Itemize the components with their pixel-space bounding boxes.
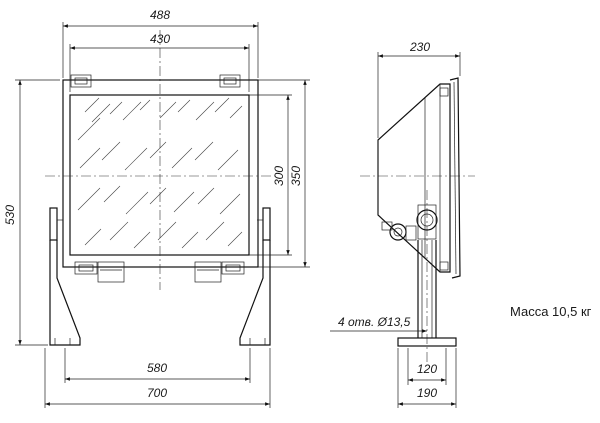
dim-580: 580: [147, 361, 167, 375]
glass-hatching: [77, 97, 243, 249]
front-view: 488 430 530 300 350 580 700: [3, 8, 310, 408]
side-base-plate: [397, 337, 457, 347]
dim-488: 488: [150, 8, 170, 22]
dim-300: 300: [272, 166, 286, 186]
front-frame: [62, 79, 259, 268]
dim-430: 430: [150, 32, 170, 46]
mass-label: Масса 10,5 кг: [510, 304, 592, 319]
side-housing: [377, 83, 451, 273]
dim-120: 120: [417, 362, 437, 376]
dim-230: 230: [409, 40, 430, 54]
dim-530: 530: [3, 205, 17, 225]
dim-700: 700: [147, 386, 167, 400]
front-glass: [69, 94, 250, 256]
side-view: 230 4 отв. Ø13,5 120 190: [330, 40, 475, 408]
dim-190: 190: [417, 386, 437, 400]
dim-350: 350: [289, 166, 303, 186]
holes-note: 4 отв. Ø13,5: [338, 315, 411, 329]
